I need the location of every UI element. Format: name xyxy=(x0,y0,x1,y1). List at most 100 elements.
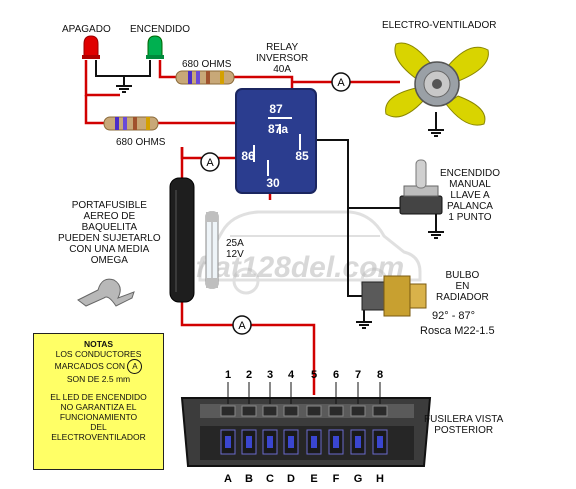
notes-line-6: FUNCIONAMIENTO xyxy=(59,412,138,422)
notes-line-2-text: MARCADOS CON xyxy=(54,360,125,371)
fuse-number-7: 7 xyxy=(355,369,361,381)
label-encendido-manual-line-5: 1 PUNTO xyxy=(448,212,492,223)
fuse-letter-e: E xyxy=(310,473,317,485)
notes-spacer xyxy=(34,384,163,392)
notes-line-2: MARCADOS CON A xyxy=(34,359,163,374)
wire-marker-fusebox: A xyxy=(232,315,252,335)
temp-bulb xyxy=(361,275,427,317)
label-bulbo-line-1: BULBO xyxy=(445,270,480,281)
label-bulbo-line-2: EN xyxy=(455,281,470,292)
fuse-number-8: 8 xyxy=(377,369,383,381)
notes-line-3: SON DE 2.5 mm xyxy=(66,374,131,384)
relay xyxy=(235,88,317,194)
led-green xyxy=(146,35,164,59)
toggle-switch xyxy=(399,159,443,215)
fuse-letter-b: B xyxy=(245,473,253,485)
label-portafusible-line-4: PUEDEN SUJETARLO xyxy=(58,233,161,244)
relay-pin-86: 86 xyxy=(241,149,255,163)
fuse-slot-top-1 xyxy=(220,405,236,417)
fuse-contact-2 xyxy=(246,436,252,448)
black-wires xyxy=(95,60,444,329)
label-portafusible-line-5: CON UNA MEDIA xyxy=(69,244,150,255)
label-bulbo-line-3: RADIADOR xyxy=(436,292,489,303)
label-bulbo-rosca: Rosca M22-1.5 xyxy=(420,325,495,337)
label-bulbo: BULBO EN RADIADOR xyxy=(436,270,489,303)
fuse-glass xyxy=(205,211,219,289)
label-encendido-manual-line-3: LLAVE A xyxy=(450,190,490,201)
fuse-contact-8 xyxy=(377,436,383,448)
label-relay-line-3: 40A xyxy=(273,64,292,75)
notes-title: NOTAS xyxy=(83,339,114,349)
label-electroventilador: ELECTRO-VENTILADOR xyxy=(382,20,497,31)
label-encendido: ENCENDIDO xyxy=(130,24,191,35)
fuse-slot-top-6 xyxy=(328,405,344,417)
watermark-text: fiat128del.com xyxy=(196,251,404,284)
label-apagado: APAGADO xyxy=(62,24,111,35)
fuse-contact-7 xyxy=(355,436,361,448)
fuse-slot-top-7 xyxy=(350,405,366,417)
label-portafusible-line-2: AEREO DE xyxy=(83,211,136,222)
relay-pin-87: 87 xyxy=(269,102,283,116)
notes-line-8: ELECTROVENTILADOR xyxy=(51,432,146,442)
label-portafusible: PORTAFUSIBLE AEREO DE BAQUELITA PUEDEN S… xyxy=(58,200,161,266)
omega-clip xyxy=(77,278,135,307)
label-encendido-manual-line-1: ENCENDIDO xyxy=(440,168,501,179)
fuse-letter-a: A xyxy=(224,473,232,485)
notes-line-4: EL LED DE ENCENDIDO xyxy=(50,392,147,402)
label-fuse-volts: 12V xyxy=(226,249,244,260)
fuse-slots xyxy=(220,405,388,455)
label-relay: RELAY INVERSOR 40A xyxy=(256,42,308,75)
fuse-letter-g: G xyxy=(354,473,363,485)
label-res-top: 680 OHMS xyxy=(182,59,232,70)
resistor-bottom xyxy=(103,116,159,131)
notes-line-1: LOS CONDUCTORES xyxy=(55,349,142,359)
relay-pin-85: 85 xyxy=(295,149,309,163)
fuse-slot-top-5 xyxy=(306,405,322,417)
label-relay-line-2: INVERSOR xyxy=(256,53,309,64)
fuse-slot-top-4 xyxy=(283,405,299,417)
fan xyxy=(385,42,489,126)
wire-marker-fan-text: A xyxy=(337,77,345,89)
fuse-number-6: 6 xyxy=(333,369,339,381)
label-fusilera-line-2: POSTERIOR xyxy=(434,425,494,436)
fuse-contact-5 xyxy=(311,436,317,448)
label-fuse-amps: 25A xyxy=(226,238,244,249)
label-res-bottom: 680 OHMS xyxy=(116,137,166,148)
label-encendido-manual-line-4: PALANCA xyxy=(447,201,493,212)
label-fusilera: FUSILERA VISTA POSTERIOR xyxy=(424,414,503,436)
fuse-numbers: 1 2 3 4 5 6 7 8 xyxy=(225,369,383,381)
notes-box: NOTAS LOS CONDUCTORES MARCADOS CON A SON… xyxy=(33,333,164,470)
fuse-contact-6 xyxy=(333,436,339,448)
label-fuse: 25A 12V xyxy=(226,238,244,260)
label-relay-line-1: RELAY xyxy=(266,42,299,53)
notes-line-7: DEL xyxy=(90,422,107,432)
fuse-number-5: 5 xyxy=(311,369,317,381)
label-portafusible-line-6: OMEGA xyxy=(90,255,128,266)
fuse-letter-c: C xyxy=(266,473,274,485)
label-encendido-manual: ENCENDIDO MANUAL LLAVE A PALANCA 1 PUNTO xyxy=(440,168,500,223)
fuse-box xyxy=(180,397,432,467)
fuse-slot-top-3 xyxy=(262,405,278,417)
wire-marker-fusebox-text: A xyxy=(238,320,246,332)
fuse-holder xyxy=(169,177,195,303)
label-bulbo-temp: 92° - 87° xyxy=(432,310,476,322)
notes-line-5: NO GARANTIZA EL xyxy=(60,402,137,412)
fuse-slot-top-2 xyxy=(241,405,257,417)
relay-pin-87a: 87a xyxy=(268,122,288,136)
label-portafusible-line-1: PORTAFUSIBLE xyxy=(71,200,147,211)
fuse-number-2: 2 xyxy=(246,369,252,381)
fuse-letters: A B C D E F G H xyxy=(224,473,384,485)
led-red xyxy=(82,35,100,59)
fuse-contact-4 xyxy=(288,436,294,448)
fuse-number-ticks xyxy=(227,382,381,404)
fuse-letter-f: F xyxy=(333,473,340,485)
fuse-contact-3 xyxy=(267,436,273,448)
fuse-number-4: 4 xyxy=(288,369,295,381)
label-encendido-manual-line-2: MANUAL xyxy=(449,179,491,190)
notes-a-marker: A xyxy=(127,359,143,374)
label-fusilera-line-1: FUSILERA VISTA xyxy=(424,414,504,425)
wire-marker-fan: A xyxy=(331,72,351,92)
resistor-top xyxy=(175,70,235,85)
